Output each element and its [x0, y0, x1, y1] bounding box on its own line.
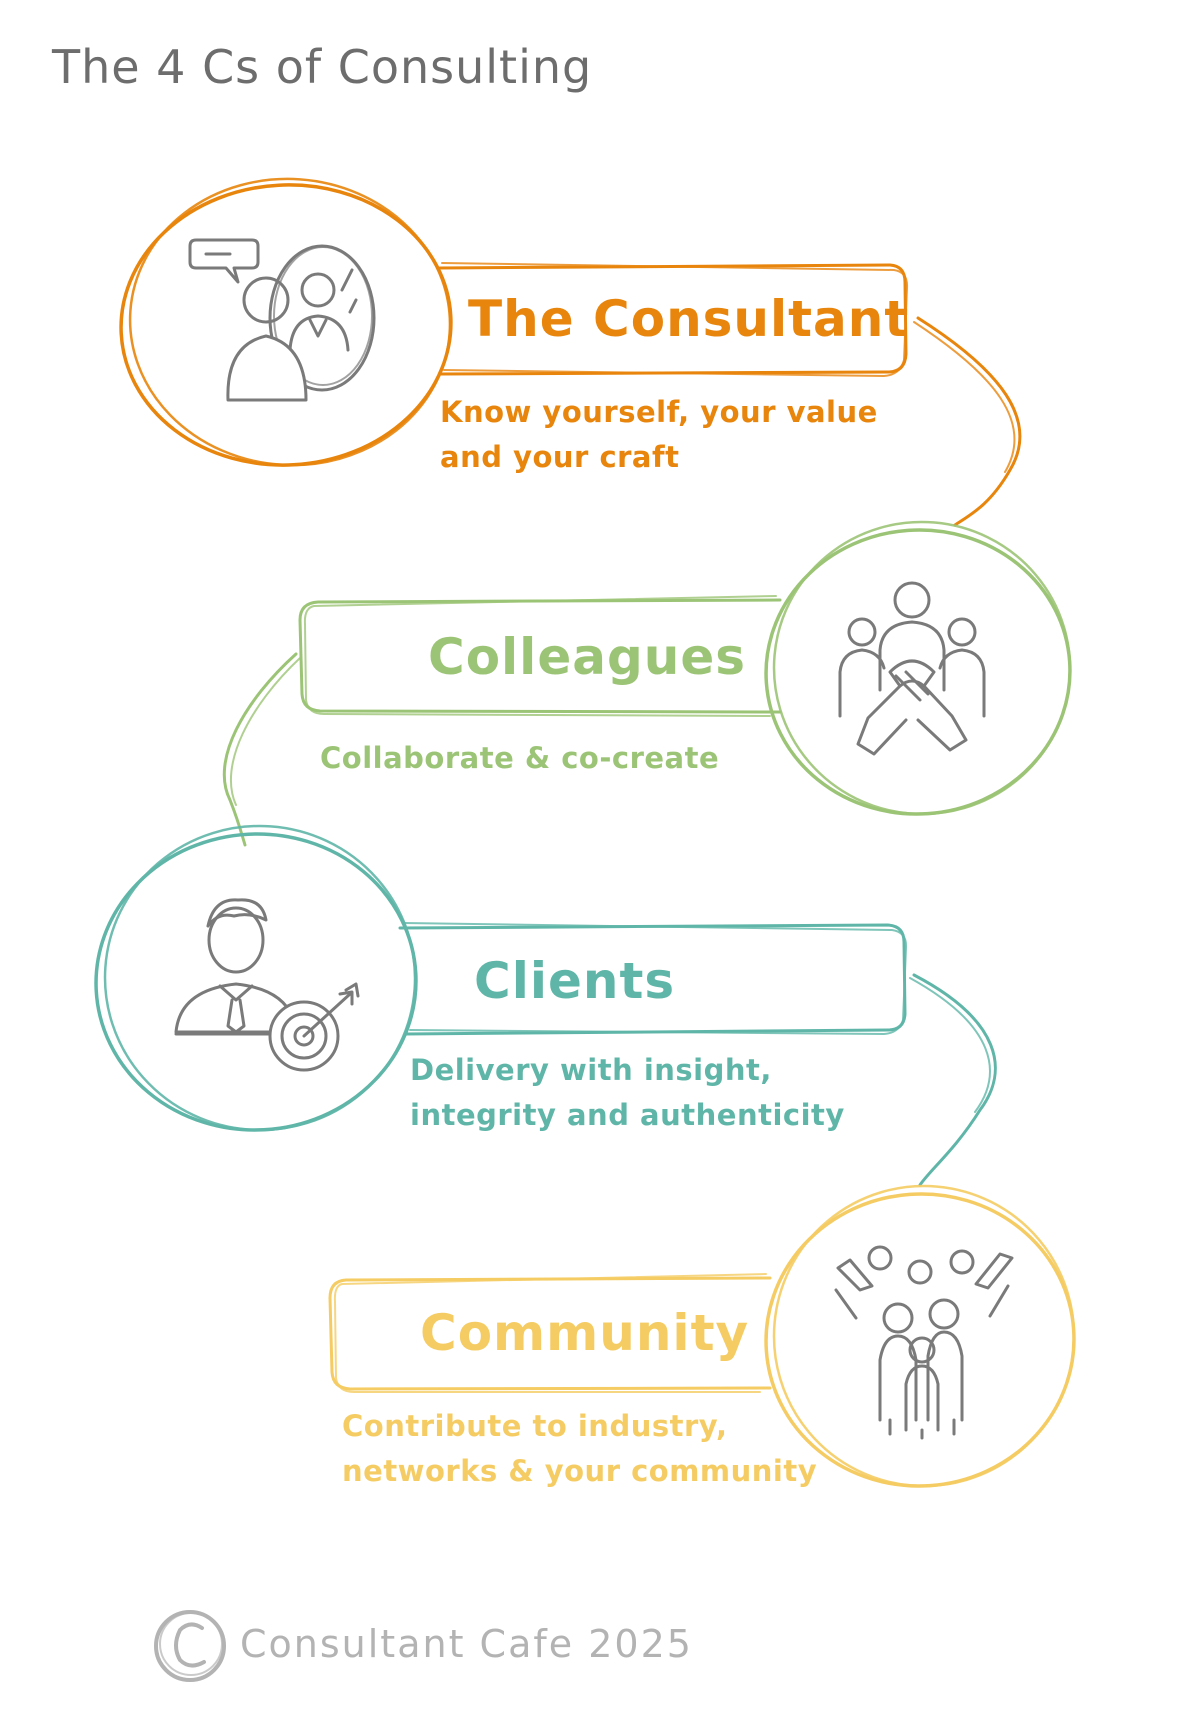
clients-circle [94, 824, 418, 1132]
step-desc-line: Contribute to industry, [342, 1409, 728, 1443]
step-title-community: Community [420, 1304, 750, 1362]
step-desc-line: Know yourself, your value [440, 395, 878, 429]
step-desc-consultant: Know yourself, your value and your craft [440, 390, 878, 480]
businessman-target-icon [174, 898, 360, 1072]
copyright-icon [154, 1610, 226, 1682]
step-title-clients: Clients [474, 952, 676, 1010]
clients-box [398, 922, 908, 1036]
colleagues-box [298, 595, 782, 717]
team-handshake-icon [838, 581, 986, 756]
connector-colleagues-to-clients [222, 652, 298, 847]
step-desc-line: Collaborate & co-create [320, 741, 720, 775]
colleagues-circle [764, 520, 1072, 816]
step-desc-clients: Delivery with insight, integrity and aut… [410, 1048, 845, 1138]
connector-clients-to-community [912, 973, 997, 1187]
step-desc-line: networks & your community [342, 1454, 818, 1488]
community-box [328, 1273, 772, 1393]
consultant-mirror-icon [188, 238, 376, 402]
step-desc-community: Contribute to industry, networks & your … [342, 1404, 817, 1494]
step-desc-line: Delivery with insight, [410, 1053, 772, 1087]
step-desc-colleagues: Collaborate & co-create [320, 736, 719, 781]
connector-consultant-to-colleagues [916, 316, 1022, 527]
step-title-consultant: The Consultant [468, 290, 910, 348]
consultant-box [438, 262, 909, 377]
step-title-colleagues: Colleagues [428, 628, 747, 686]
community-circle [764, 1184, 1076, 1488]
consultant-circle [119, 177, 453, 467]
footer-credit: Consultant Cafe 2025 [240, 1622, 693, 1666]
community-group-icon [834, 1245, 1014, 1440]
page-title: The 4 Cs of Consulting [52, 40, 593, 94]
step-desc-line: integrity and authenticity [410, 1098, 845, 1132]
step-desc-line: and your craft [440, 440, 680, 474]
